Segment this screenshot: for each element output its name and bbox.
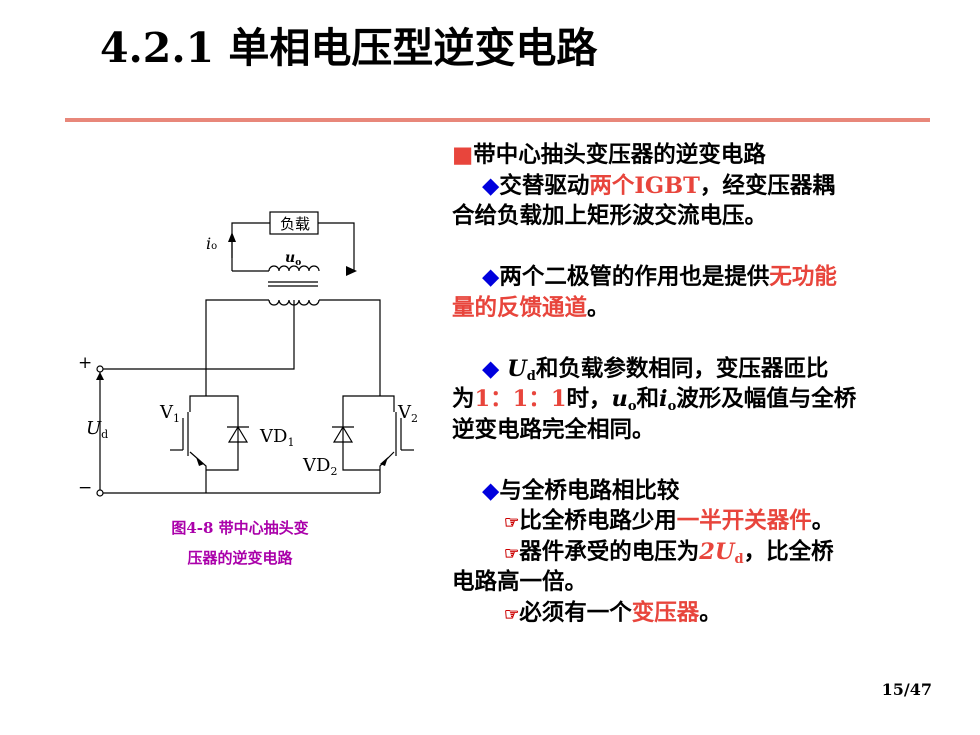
bullet-4: ◆与全桥电路相比较 xyxy=(482,477,680,504)
sub-bullet-3: ☞必须有一个变压器。 xyxy=(504,599,722,626)
io-label: io xyxy=(206,234,218,253)
sub-bullet-1: ☞比全桥电路少用一半开关器件。 xyxy=(504,508,835,534)
figure-caption: 图4-8 带中心抽头变 压器的逆变电路 xyxy=(171,519,309,567)
uo-label: uo xyxy=(285,250,302,268)
pointing-hand-icon: ☞ xyxy=(504,513,520,533)
diamond-bullet-icon: ◆ xyxy=(482,264,500,290)
ud-label: Ud xyxy=(86,418,109,441)
bullet-2: ◆两个二极管的作用也是提供无功能 xyxy=(482,264,837,290)
bullet-3-cont: 为1：1：1时，uo和io波形及幅值与全桥 xyxy=(452,386,857,414)
pointing-hand-icon: ☞ xyxy=(504,543,520,564)
minus-terminal-label: − xyxy=(78,478,93,498)
diamond-bullet-icon: ◆ xyxy=(482,355,500,382)
load-box xyxy=(269,211,319,235)
v2-label: V2 xyxy=(398,402,418,425)
slide-content: ■带中心抽头变压器的逆变电路 ◆交替驱动两个IGBT，经变压器耦 合给负载加上矩… xyxy=(452,140,932,628)
diamond-bullet-icon: ◆ xyxy=(482,477,500,504)
page-number: 15/47 xyxy=(881,680,932,699)
bullet-1: ◆交替驱动两个IGBT，经变压器耦 xyxy=(482,172,835,199)
bullet-2-cont: 量的反馈通道。 xyxy=(452,294,610,321)
sub-bullet-2-cont: 电路高一倍。 xyxy=(452,569,588,595)
page-title: 4.2.1 单相电压型逆变电路 xyxy=(100,24,598,72)
sub-bullet-2: ☞器件承受的电压为2Ud，比全桥 xyxy=(504,538,834,567)
bullet-3-cont2: 逆变电路完全相同。 xyxy=(452,416,655,443)
plus-terminal-label: + xyxy=(78,353,93,373)
v1-label: V1 xyxy=(160,402,180,425)
title-divider xyxy=(65,118,930,122)
pointing-hand-icon: ☞ xyxy=(504,604,520,625)
vd2-label: VD2 xyxy=(303,455,338,478)
bullet-3: ◆ Ud和负载参数相同，变压器匝比 xyxy=(482,355,829,384)
bullet-1-cont: 合给负载加上矩形波交流电压。 xyxy=(452,203,768,229)
load-label: 负载 xyxy=(279,215,310,233)
heading-line: ■带中心抽头变压器的逆变电路 xyxy=(452,142,766,168)
diamond-bullet-icon: ◆ xyxy=(482,172,500,199)
vd1-label: VD1 xyxy=(260,426,295,449)
square-bullet-icon: ■ xyxy=(452,142,474,168)
